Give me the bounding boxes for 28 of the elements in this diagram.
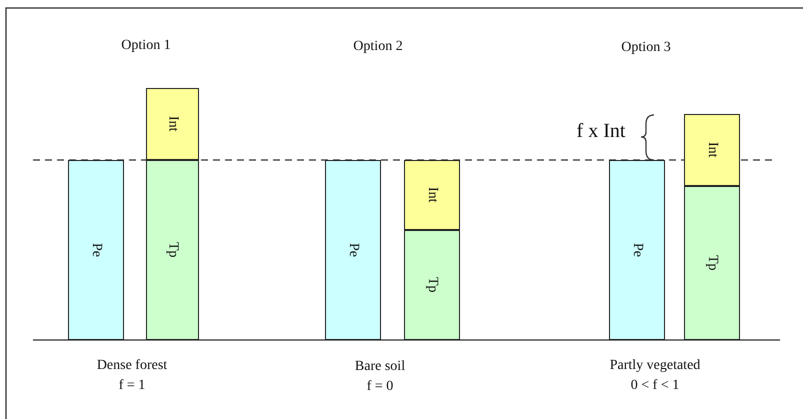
scenario-formula: f = 0 xyxy=(366,379,394,395)
option-heading: Option 3 xyxy=(621,40,671,56)
bar-label: Int xyxy=(705,142,719,158)
bar-label: Tp xyxy=(425,277,439,293)
bar-label: Pe xyxy=(346,243,360,257)
evaporation-bar xyxy=(68,160,124,340)
evaporation-bar xyxy=(609,160,665,340)
option-heading: Option 1 xyxy=(121,38,171,54)
transpiration-bar xyxy=(146,160,199,340)
scenario-label: Dense forest xyxy=(96,358,168,374)
scenario-formula: 0 < f < 1 xyxy=(630,378,680,394)
interception-bar xyxy=(684,114,740,186)
scenario-label: Bare soil xyxy=(354,359,406,375)
bar-label: Pe xyxy=(630,243,644,257)
scenario-formula: f = 1 xyxy=(118,378,146,394)
formula-label: f x Int xyxy=(576,120,626,143)
bar-label: Tp xyxy=(705,255,719,271)
interception-bar xyxy=(146,88,199,160)
evaporation-bar xyxy=(325,160,381,340)
transpiration-bar xyxy=(404,230,460,340)
bar-label: Int xyxy=(425,187,439,203)
transpiration-bar xyxy=(684,186,740,340)
interception-bar xyxy=(404,160,460,230)
bar-label: Tp xyxy=(166,242,180,258)
scenario-label: Partly vegetated xyxy=(610,358,700,374)
bar-label: Int xyxy=(166,116,180,132)
bar-label: Pe xyxy=(89,243,103,257)
option-heading: Option 2 xyxy=(353,39,403,55)
